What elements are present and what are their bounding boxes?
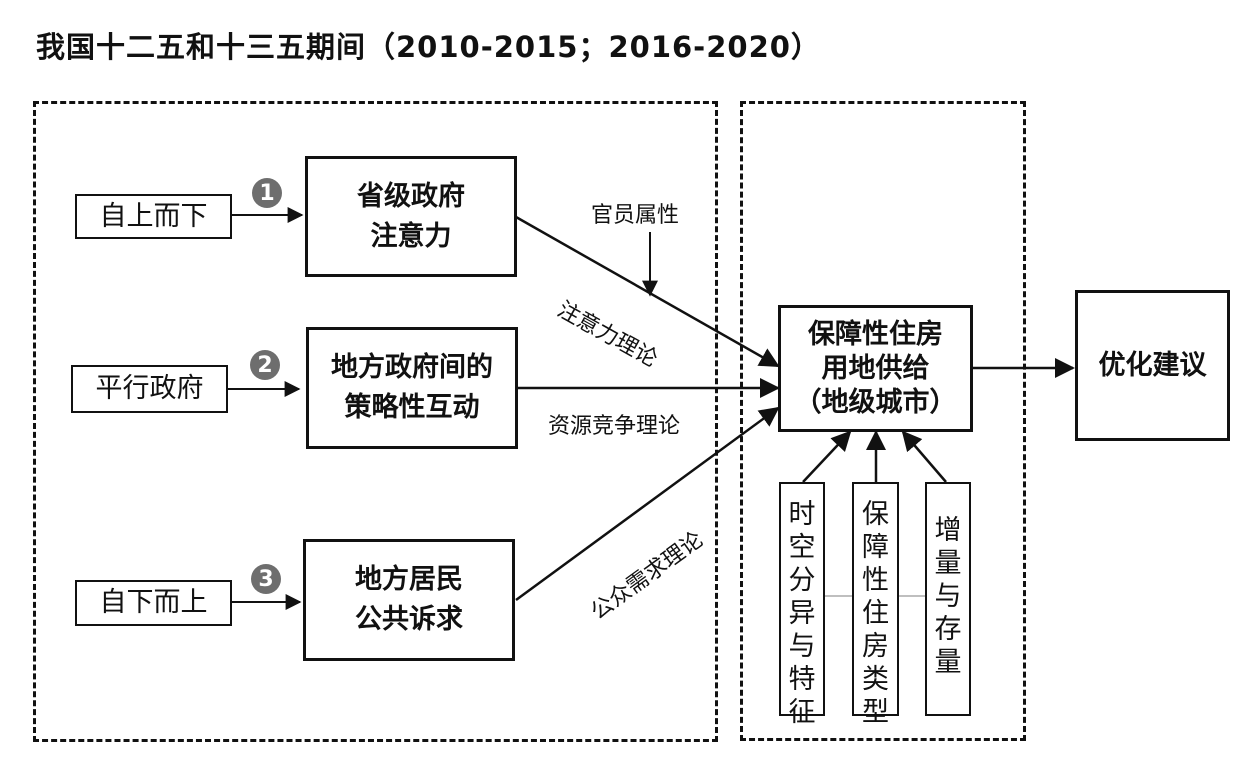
factor-housing-type-label: 保障性住房类型: [862, 499, 889, 728]
arrow-resident-to-outcome: [515, 406, 780, 602]
step-badge-2: 2: [250, 350, 280, 380]
source-bottom-up-label: 自下而上: [99, 587, 208, 618]
arrow-spatiotemporal-to-outcome: [802, 430, 852, 483]
arrow-increment-to-outcome: [901, 430, 947, 483]
factor-spatiotemporal-label: 时空分异与特征: [788, 499, 816, 728]
outcome-region: [740, 101, 1026, 741]
step-badge-3: 3: [251, 564, 281, 594]
recommendation-box: 优化建议: [1075, 290, 1230, 441]
factor-housing-type-box: 保障性住房类型: [852, 482, 899, 728]
provincial-attention-box: 省级政府 注意力: [305, 156, 517, 277]
strategic-interaction-box: 地方政府间的 策略性互动: [306, 327, 518, 449]
source-top-down-label: 自上而下: [99, 200, 208, 232]
housing-land-supply-label: 保障性住房 用地供给 （地级城市）: [794, 318, 957, 418]
step-badge-1: 1: [252, 178, 282, 208]
factor-spatiotemporal-box: 时空分异与特征: [779, 482, 825, 728]
factor-increment-stock-box: 增量与存量: [925, 482, 971, 716]
diagram-title: 我国十二五和十三五期间（2010-2015；2016-2020）: [36, 30, 821, 64]
source-top-down: 自上而下: [75, 194, 232, 239]
housing-land-supply-box: 保障性住房 用地供给 （地级城市）: [778, 305, 973, 432]
official-attributes-label: 官员属性: [591, 203, 680, 228]
source-parallel-government: 平行政府: [71, 365, 228, 413]
factor-increment-stock-label: 增量与存量: [934, 515, 962, 678]
resource-competition-label: 资源竞争理论: [548, 414, 681, 439]
resident-demands-label: 地方居民 公共诉求: [355, 564, 463, 635]
mechanism-region: [33, 101, 718, 742]
source-bottom-up: 自下而上: [75, 580, 232, 626]
provincial-attention-label: 省级政府 注意力: [357, 180, 465, 252]
recommendation-label: 优化建议: [1098, 349, 1207, 381]
source-parallel-label: 平行政府: [95, 373, 204, 404]
strategic-interaction-label: 地方政府间的 策略性互动: [331, 352, 493, 423]
resident-demands-box: 地方居民 公共诉求: [303, 539, 515, 661]
